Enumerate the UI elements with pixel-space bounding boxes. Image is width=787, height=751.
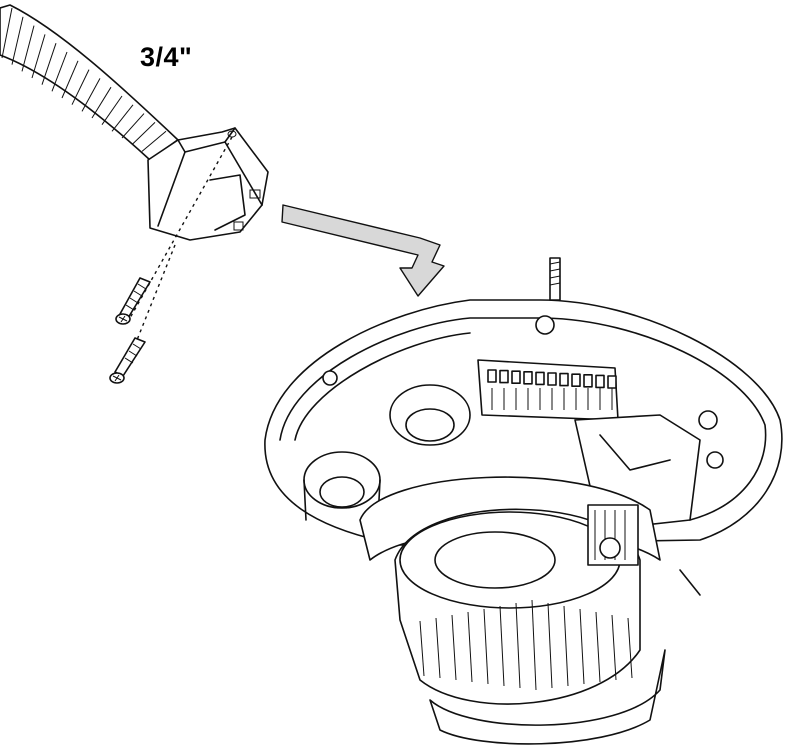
- conduit-rib: [81, 78, 101, 112]
- heatsink-fin: [627, 617, 633, 679]
- conduit-rib: [71, 69, 90, 105]
- conduit-rib: [61, 60, 79, 99]
- terminal-slot: [523, 370, 533, 385]
- terminal-slot: [547, 372, 557, 386]
- terminal-slot: [607, 375, 617, 389]
- conduit-rib: [111, 104, 134, 132]
- heatsink-fin: [547, 602, 553, 689]
- conduit-rib: [11, 16, 24, 65]
- terminal-slot: [595, 374, 605, 389]
- heatsink-fin: [467, 611, 473, 683]
- heatsink-fin: [611, 614, 617, 681]
- screw-upper: [115, 277, 151, 325]
- conduit-rib: [101, 95, 123, 125]
- terminal-slot: [487, 369, 497, 383]
- terminal-slot: [583, 373, 593, 388]
- heatsink-fin: [531, 599, 537, 691]
- direction-arrow: [281, 204, 445, 297]
- heatsink-fin: [419, 620, 425, 677]
- mounting-screws: [109, 277, 151, 384]
- conduit-rib: [51, 51, 68, 92]
- conduit-rib: [1, 7, 13, 59]
- terminal-slot: [499, 369, 509, 384]
- conduit-rib: [121, 113, 145, 139]
- conduit-rib: [21, 25, 35, 72]
- heatsink-fin: [579, 608, 585, 685]
- flexible-conduit: [0, 4, 179, 161]
- screw-lower: [109, 337, 146, 384]
- conduit-rib: [141, 130, 167, 152]
- conduit-size-label: 3/4": [140, 42, 193, 72]
- conduit-rib: [41, 43, 57, 85]
- heatsink-fin: [595, 611, 601, 683]
- terminal-slot: [571, 373, 581, 388]
- conduit-adapter: [122, 127, 269, 376]
- terminal-slot: [559, 372, 569, 387]
- conduit-rib: [31, 34, 46, 79]
- heatsink-fin: [483, 608, 489, 685]
- conduit-rib: [91, 86, 112, 119]
- heatsink-fin: [515, 602, 521, 689]
- heatsink-fin: [435, 617, 441, 679]
- heatsink-fin: [451, 614, 457, 681]
- terminal-slot: [535, 371, 545, 386]
- heatsink-fin: [563, 605, 569, 687]
- heatsink-fin: [499, 605, 505, 687]
- dome-camera-base: [264, 257, 783, 745]
- terminal-slot: [511, 370, 521, 385]
- conduit-rib: [131, 122, 156, 146]
